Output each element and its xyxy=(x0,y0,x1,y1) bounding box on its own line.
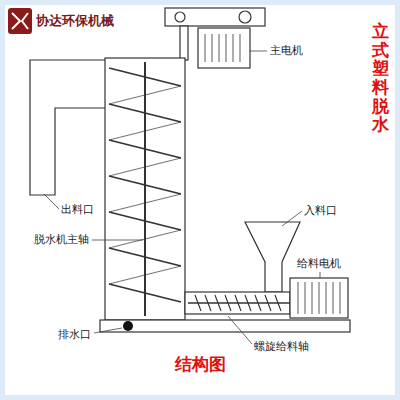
belt-housing xyxy=(165,8,265,26)
motor-fins xyxy=(298,282,340,314)
pulley xyxy=(239,11,251,23)
drain-outlet xyxy=(123,321,133,331)
base-frame xyxy=(100,320,350,332)
blade-stroke xyxy=(109,104,181,122)
drive-shaft xyxy=(180,26,188,60)
feed-tube xyxy=(185,292,290,314)
blade-stroke xyxy=(109,140,181,158)
blade-stroke xyxy=(275,295,281,311)
part-label: 给料电机 xyxy=(297,257,341,270)
part-label: 排水口 xyxy=(58,328,91,341)
blade-stroke xyxy=(215,295,221,311)
blade-stroke xyxy=(109,266,181,284)
feed-motor xyxy=(290,278,348,318)
blade-stroke xyxy=(109,68,181,86)
blade-stroke xyxy=(235,295,241,311)
main-motor xyxy=(198,28,250,68)
vertical-title: 立式塑料脱水 xyxy=(372,22,389,134)
diagram-caption: 结构图 xyxy=(175,354,226,374)
part-label: 脱水机主轴 xyxy=(34,233,89,246)
blade-stroke xyxy=(109,176,181,194)
logo-mark xyxy=(8,8,32,34)
part-label: 出料口 xyxy=(61,203,94,216)
part-label: 入料口 xyxy=(304,204,337,217)
blade-stroke xyxy=(109,230,181,248)
pulley xyxy=(175,12,185,22)
spiral-blade xyxy=(109,68,181,302)
dewater-column xyxy=(105,58,185,320)
blade-stroke xyxy=(109,122,181,140)
blade-stroke xyxy=(109,212,181,230)
leader-lines xyxy=(44,51,320,344)
blade-stroke xyxy=(109,86,181,104)
blade-stroke xyxy=(109,248,181,266)
blade-stroke xyxy=(245,295,251,311)
blade-stroke xyxy=(109,158,181,176)
feed-screw xyxy=(195,295,281,311)
blade-stroke xyxy=(255,295,261,311)
brand-name: 协达环保机械 xyxy=(36,13,114,29)
blade-stroke xyxy=(205,295,211,311)
motor-fins xyxy=(205,34,240,62)
blade-stroke xyxy=(265,295,271,311)
blade-stroke xyxy=(109,194,181,212)
outlet-duct xyxy=(30,60,105,195)
feed-shaft xyxy=(188,302,290,304)
main-shaft xyxy=(144,62,146,316)
blade-stroke xyxy=(195,295,201,311)
part-label: 螺旋给料轴 xyxy=(254,340,309,353)
part-label: 主电机 xyxy=(270,44,303,57)
logo-glyph xyxy=(12,13,28,29)
blade-stroke xyxy=(109,284,181,302)
blade-stroke xyxy=(225,295,231,311)
